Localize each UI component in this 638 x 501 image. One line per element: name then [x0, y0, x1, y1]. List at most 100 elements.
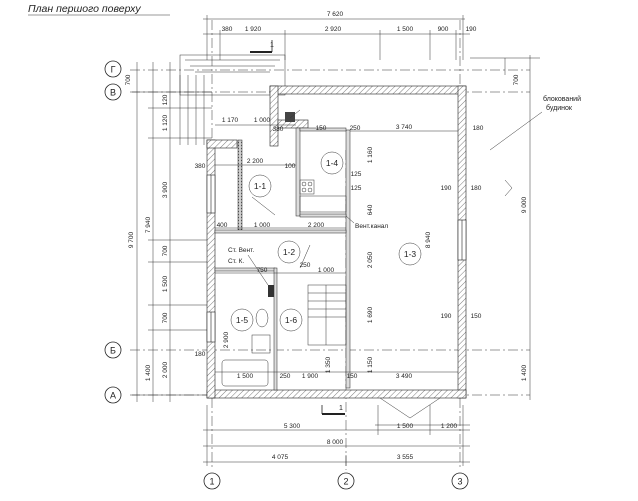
dim-top-2920: 2 920 [325, 26, 342, 33]
dim-bottom-1500: 1 500 [397, 423, 414, 430]
svg-text:150: 150 [347, 373, 358, 380]
riser-k-label: Ст. К. [228, 258, 244, 265]
vent-channel-label: Вент.канал [355, 223, 388, 230]
room-label-1-2: 1-2 [283, 247, 296, 257]
svg-text:1 350: 1 350 [325, 356, 332, 373]
svg-text:8 940: 8 940 [425, 231, 432, 248]
dim-left-2000: 2 000 [162, 361, 169, 378]
svg-text:150: 150 [471, 313, 482, 320]
svg-text:1: 1 [339, 405, 343, 412]
svg-text:1 000: 1 000 [318, 267, 335, 274]
dim-left-top-700: 700 [125, 74, 132, 85]
axis-label-col-3: 3 [457, 477, 462, 487]
window-right [457, 219, 467, 261]
dim-left-1500: 1 500 [162, 275, 169, 292]
svg-text:250: 250 [280, 373, 291, 380]
svg-text:1: 1 [270, 42, 274, 49]
interior-stair [307, 284, 347, 346]
section-mark-top: 1 [250, 40, 274, 53]
neighbor-label-line1: блокований [543, 95, 581, 103]
interior-walls [214, 127, 351, 391]
axis-label-row-v: В [110, 88, 116, 98]
axis-label-row-a: А [110, 391, 116, 401]
plan-title: План першого поверху [28, 3, 141, 15]
svg-text:1 000: 1 000 [254, 222, 271, 229]
svg-text:190: 190 [441, 313, 452, 320]
dim-left-1120: 1 120 [162, 114, 169, 131]
dim-top-1500: 1 500 [397, 26, 414, 33]
axis-label-row-b: Б [110, 346, 116, 356]
axis-label-row-g: Г [111, 65, 116, 75]
window-left [206, 174, 216, 343]
svg-text:250: 250 [300, 262, 311, 269]
svg-text:190: 190 [441, 185, 452, 192]
dim-left-700b: 700 [162, 312, 169, 323]
svg-text:1 690: 1 690 [367, 306, 374, 323]
toilet [255, 308, 269, 328]
room-label-1-4: 1-4 [326, 158, 339, 168]
room-label-1-1: 1-1 [254, 181, 267, 191]
svg-text:380: 380 [195, 163, 206, 170]
entrance-door-swing [379, 397, 441, 419]
entrance-steps [179, 54, 286, 145]
svg-text:380: 380 [273, 126, 284, 133]
axis-label-col-2: 2 [343, 477, 348, 487]
svg-text:180: 180 [471, 185, 482, 192]
dim-top-190: 190 [466, 26, 477, 33]
svg-text:3 490: 3 490 [396, 373, 413, 380]
washbasin [251, 334, 271, 354]
dim-top-total: 7 620 [327, 11, 344, 18]
kitchen-counter [299, 195, 347, 213]
dim-left-120: 120 [162, 94, 169, 105]
room-label-1-5: 1-5 [236, 315, 249, 325]
room-label-1-3: 1-3 [404, 249, 417, 259]
svg-text:125: 125 [351, 185, 362, 192]
dim-right-700: 700 [513, 74, 520, 85]
dim-left-total: 7 940 [145, 216, 152, 233]
dim-top-1920: 1 920 [245, 26, 262, 33]
svg-text:2 900: 2 900 [223, 331, 230, 348]
svg-text:1 150: 1 150 [367, 356, 374, 373]
dim-bottom-4075: 4 075 [272, 454, 289, 461]
stove [299, 179, 315, 195]
svg-text:3 740: 3 740 [396, 124, 413, 131]
svg-text:1 160: 1 160 [367, 146, 374, 163]
neighbor-label-line2: будинок [546, 104, 573, 112]
svg-text:150: 150 [316, 125, 327, 132]
dim-right-total: 9 000 [521, 196, 528, 213]
dim-top-900: 900 [438, 26, 449, 33]
dim-left-700a: 700 [162, 245, 169, 256]
dim-bottom-3555: 3 555 [397, 454, 414, 461]
svg-text:640: 640 [367, 204, 374, 215]
dim-left-1400: 1 400 [145, 364, 152, 381]
svg-text:750: 750 [257, 267, 268, 274]
svg-text:180: 180 [195, 351, 206, 358]
svg-text:250: 250 [350, 125, 361, 132]
dim-bottom-5300: 5 300 [284, 423, 301, 430]
svg-text:1 500: 1 500 [237, 373, 254, 380]
svg-text:1 900: 1 900 [302, 373, 319, 380]
svg-text:180: 180 [473, 125, 484, 132]
svg-text:100: 100 [285, 163, 296, 170]
svg-text:1 000: 1 000 [254, 117, 271, 124]
interior-dimensions: 1 170 1 000 380 380 2 200 100 1 000 2 20… [195, 117, 484, 380]
axis-label-col-1: 1 [209, 477, 214, 487]
dim-left-3900: 3 900 [162, 181, 169, 198]
svg-text:2 200: 2 200 [247, 158, 264, 165]
room-label-1-6: 1-6 [285, 315, 298, 325]
section-mark-bottom: 1 [321, 405, 345, 415]
dim-left-outer: 9 700 [128, 231, 135, 248]
dim-bottom-8000: 8 000 [327, 439, 344, 446]
dim-bottom-1200: 1 200 [441, 423, 458, 430]
svg-text:1 170: 1 170 [222, 117, 239, 124]
svg-text:400: 400 [217, 222, 228, 229]
dim-right-1400: 1 400 [521, 364, 528, 381]
bathtub [221, 359, 269, 387]
riser-vent-label: Ст. Вент. [228, 247, 254, 254]
boiler [285, 112, 295, 122]
svg-text:125: 125 [351, 171, 362, 178]
dim-top-380: 380 [222, 26, 233, 33]
svg-text:2 200: 2 200 [308, 222, 325, 229]
vent-shaft [268, 285, 274, 297]
